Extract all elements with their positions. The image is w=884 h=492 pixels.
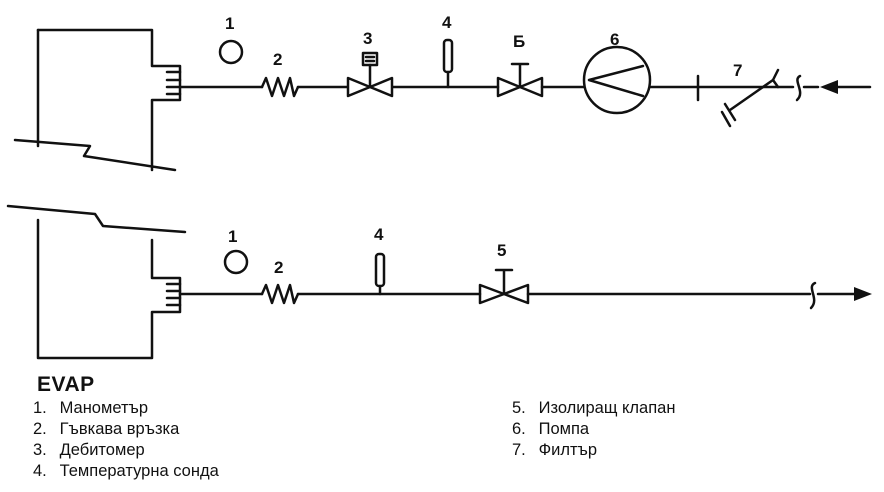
legend-item-4: 4. Температурна сонда <box>33 462 219 480</box>
pressure-gauge-bottom-icon <box>223 249 249 275</box>
isolation-valve-top-icon <box>496 62 544 98</box>
label-bottom-2: 2 <box>274 258 283 277</box>
isolation-valve-bottom-icon <box>478 268 530 305</box>
label-top-6: 6 <box>610 30 619 49</box>
unit-label: EVAP <box>37 373 95 396</box>
bottom-break-mark <box>809 281 817 310</box>
label-top-7: 7 <box>733 61 742 80</box>
outlet-arrow-head-icon <box>854 287 872 301</box>
pump-icon <box>582 45 652 115</box>
label-top-2: 2 <box>273 50 282 69</box>
legend-left: 1. Манометър 2. Гъвкава връзка 3. Дебито… <box>33 398 219 482</box>
label-bottom-4: 4 <box>374 225 384 244</box>
pressure-gauge-top-icon <box>218 39 244 65</box>
label-top-4: 4 <box>442 13 452 32</box>
label-top-3: 3 <box>363 29 372 48</box>
legend-item-5: 5. Изолиращ клапан <box>512 399 676 417</box>
label-bottom-5: 5 <box>497 241 506 260</box>
legend-item-7: 7. Филтър <box>512 441 598 459</box>
label-top-5: Б <box>513 32 525 51</box>
label-top-1: 1 <box>225 14 234 33</box>
flexible-joint-top-icon <box>260 76 300 98</box>
evaporator-upper <box>13 28 182 172</box>
top-break-mark <box>795 74 802 102</box>
flexible-joint-bottom-icon <box>260 283 300 305</box>
legend-item-6: 6. Помпа <box>512 420 590 438</box>
legend-right: 5. Изолиращ клапан 6. Помпа 7. Филтър <box>512 398 675 461</box>
legend-item-2: 2. Гъвкава връзка <box>33 420 180 438</box>
inlet-arrow-head-icon <box>820 80 838 94</box>
temperature-probe-bottom-icon <box>374 252 386 288</box>
legend-item-3: 3. Дебитомер <box>33 441 145 459</box>
evaporator-lower <box>6 204 187 360</box>
flow-meter-icon <box>346 51 394 98</box>
label-bottom-1: 1 <box>228 227 237 246</box>
legend-item-1: 1. Манометър <box>33 399 149 417</box>
temperature-probe-top-icon <box>442 38 454 74</box>
piping-diagram: 1 2 3 4 Б 6 7 1 2 4 5 <box>6 13 872 360</box>
filter-icon <box>696 68 780 128</box>
